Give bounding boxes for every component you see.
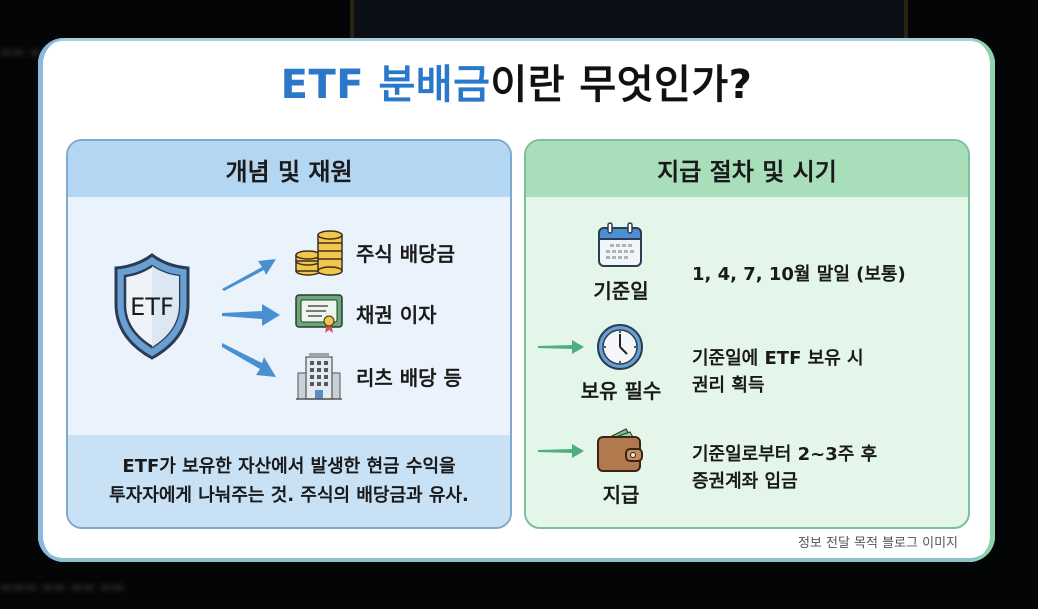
step-description: 기준일로부터 2~3주 후 증권계좌 입금 (692, 441, 877, 495)
source-item: 리츠 배당 등 (294, 351, 462, 401)
source-item: 주식 배당금 (294, 227, 455, 277)
background-text: ▬▬▬ ▬▬ ▬▬ ▬▬ (0, 580, 125, 595)
title-accent: ETF 분배금 (280, 62, 491, 108)
source-label: 주식 배당금 (356, 241, 455, 266)
background-thumbnail (350, 0, 908, 38)
arrow-right-icon (538, 340, 584, 354)
source-label: 리츠 배당 등 (356, 365, 462, 390)
bond-certificate-icon (295, 294, 343, 333)
arrow-right-icon (222, 304, 280, 326)
shield-icon (114, 253, 190, 360)
procedure-panel-heading: 지급 절차 및 시기 (526, 141, 968, 197)
step-description-line: 1, 4, 7, 10월 말일 (보통) (692, 264, 906, 285)
description-line: ETF가 보유한 자산에서 발생한 현금 수익을 (122, 456, 456, 477)
concept-panel: 개념 및 재원 ETF 주식 배당금 (66, 139, 512, 529)
step-description-line: 기준일로부터 2~3주 후 (692, 444, 878, 465)
arrow-right-icon (538, 444, 584, 458)
concept-panel-heading: 개념 및 재원 (68, 141, 510, 197)
building-icon (296, 353, 342, 400)
page-title: ETF 분배금이란 무엇인가? (38, 52, 995, 110)
calendar-icon (598, 222, 642, 267)
step-description-line: 기준일에 ETF 보유 시 (692, 348, 864, 369)
step-description-line: 증권계좌 입금 (692, 471, 798, 492)
coins-icon (295, 230, 343, 276)
concept-description: ETF가 보유한 자산에서 발생한 현금 수익을 투자자에게 나눠주는 것. 주… (68, 435, 510, 527)
procedure-panel: 지급 절차 및 시기 기준일 1, 4, 7, 10월 말일 (보통) (524, 139, 970, 529)
source-label: 채권 이자 (356, 302, 437, 327)
step-label: 지급 (602, 483, 640, 507)
footnote: 정보 전달 목적 블로그 이미지 (797, 536, 958, 551)
shield-label: ETF (130, 293, 174, 321)
step-description: 1, 4, 7, 10월 말일 (보통) (692, 261, 906, 288)
description-line: 투자자에게 나눠주는 것. 주식의 배당금과 유사. (109, 485, 469, 506)
step-label: 보유 필수 (580, 379, 662, 403)
step-description: 기준일에 ETF 보유 시 권리 획득 (692, 345, 864, 399)
step-label: 기준일 (593, 279, 649, 303)
wallet-icon (597, 428, 643, 472)
source-item: 채권 이자 (294, 291, 437, 335)
step-description-line: 권리 획득 (692, 375, 765, 396)
arrow-right-icon (222, 343, 276, 377)
arrow-right-icon (222, 259, 276, 291)
clock-icon (597, 324, 643, 370)
title-rest: 이란 무엇인가? (490, 62, 753, 108)
